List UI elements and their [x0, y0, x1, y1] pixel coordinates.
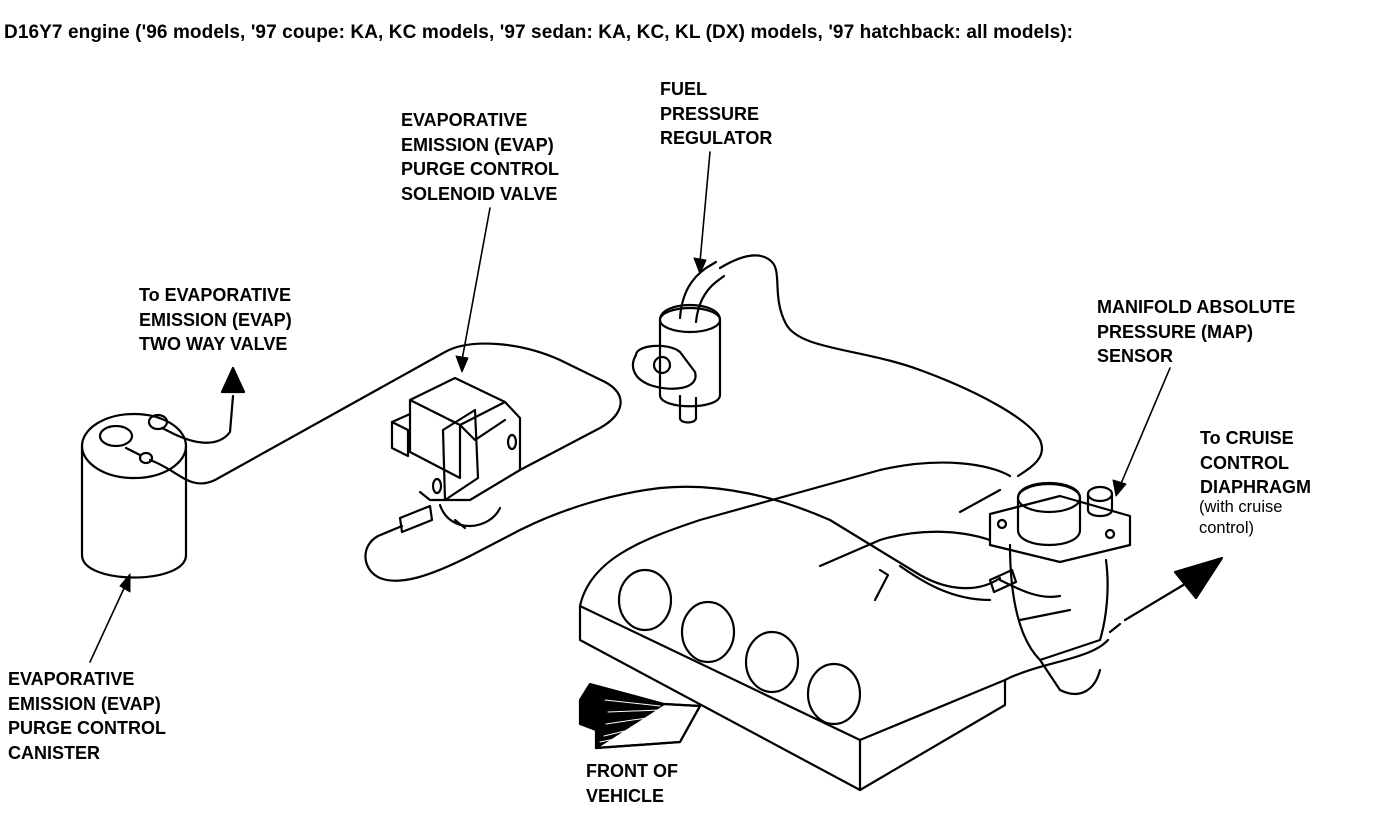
- hose-regulator-to-manifold: [718, 254, 1043, 478]
- label-line: CANISTER: [8, 742, 101, 763]
- two-way-valve-arrow: [220, 366, 246, 394]
- label-line: MANIFOLD ABSOLUTE: [1097, 297, 1296, 317]
- map-sensor-drawing: [1086, 485, 1114, 518]
- label-line: EMISSION (EVAP): [139, 309, 292, 330]
- leader-purge-solenoid: [461, 207, 491, 361]
- label-line: FRONT OF: [586, 761, 678, 781]
- purge-solenoid-drawing: [390, 376, 522, 534]
- label-cruise-control-diaphragm: To CRUISE CONTROL DIAPHRAGM: [1200, 426, 1311, 500]
- fuel-regulator-drawing: [631, 260, 726, 424]
- leader-fuel-regulator: [699, 151, 711, 263]
- leader-fuel-regulator-head: [693, 257, 707, 275]
- label-cruise-note: (with cruise control): [1199, 497, 1282, 539]
- leader-map-sensor-head: [1112, 479, 1127, 497]
- label-line: SENSOR: [1097, 346, 1174, 366]
- label-line: REGULATOR: [660, 128, 773, 148]
- label-line: EMISSION (EVAP): [401, 134, 554, 155]
- label-line: PRESSURE (MAP): [1097, 321, 1254, 342]
- label-line: To CRUISE: [1200, 428, 1294, 448]
- intake-manifold-drawing: [578, 461, 1132, 792]
- hose-to-cruise-diaphragm: [1108, 582, 1187, 634]
- hose-canister-to-solenoid: [148, 342, 622, 485]
- label-line: EVAPORATIVE: [8, 669, 135, 689]
- label-line: PURGE CONTROL: [401, 159, 560, 179]
- label-line: FUEL: [660, 79, 707, 99]
- hose-to-two-way-valve: [172, 394, 235, 444]
- label-line: PURGE CONTROL: [8, 718, 167, 738]
- label-line: VEHICLE: [586, 785, 665, 806]
- leader-purge-solenoid-head: [455, 355, 469, 373]
- label-line: TWO WAY VALVE: [139, 334, 288, 354]
- label-fuel-pressure-regulator: FUEL PRESSURE REGULATOR: [660, 77, 772, 151]
- label-line: To EVAPORATIVE: [139, 285, 292, 305]
- leader-canister: [89, 583, 127, 663]
- front-of-vehicle-arrow: [578, 682, 702, 750]
- label-line: EVAPORATIVE: [401, 110, 528, 130]
- label-line: control): [1199, 519, 1255, 537]
- label-line: (with cruise: [1199, 498, 1283, 516]
- label-purge-solenoid-valve: EVAPORATIVE EMISSION (EVAP) PURGE CONTRO…: [401, 108, 559, 206]
- label-map-sensor: MANIFOLD ABSOLUTE PRESSURE (MAP) SENSOR: [1097, 295, 1295, 369]
- label-line: CONTROL: [1200, 452, 1289, 473]
- leader-map-sensor: [1119, 367, 1171, 487]
- label-line: SOLENOID VALVE: [401, 183, 558, 204]
- hose-solenoid-to-manifold: [364, 485, 1002, 590]
- label-line: EMISSION (EVAP): [8, 693, 161, 714]
- label-line: DIAPHRAGM: [1200, 477, 1311, 497]
- leader-canister-head: [119, 573, 131, 593]
- diagram-title: D16Y7 engine ('96 models, '97 coupe: KA,…: [4, 22, 1074, 43]
- label-line: PRESSURE: [660, 103, 760, 124]
- cruise-diaphragm-arrow: [1173, 556, 1224, 600]
- label-front-of-vehicle: FRONT OF VEHICLE: [586, 759, 678, 808]
- label-purge-canister: EVAPORATIVE EMISSION (EVAP) PURGE CONTRO…: [8, 667, 166, 765]
- label-two-way-valve: To EVAPORATIVE EMISSION (EVAP) TWO WAY V…: [139, 283, 292, 357]
- evap-canister-drawing: [80, 412, 188, 579]
